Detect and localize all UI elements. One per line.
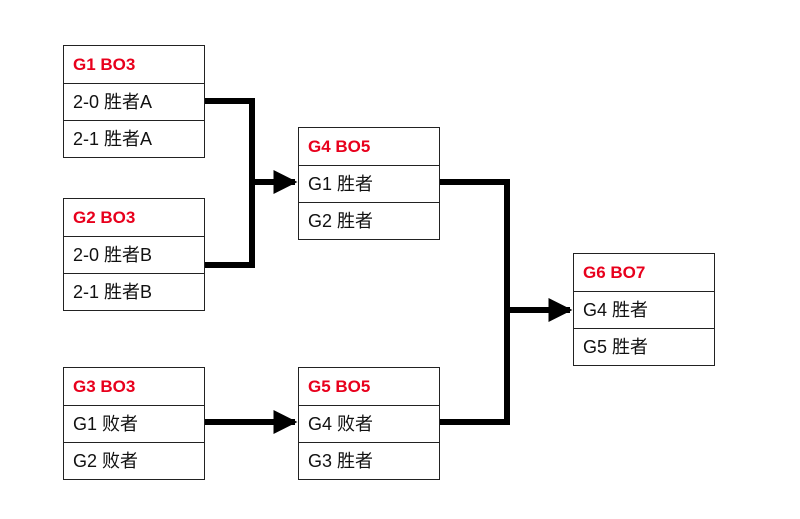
match-box-g3: G3 BO3 G1 败者 G2 败者	[63, 367, 205, 480]
match-slot-2: G3 胜者	[299, 442, 439, 479]
match-box-g4: G4 BO5 G1 胜者 G2 胜者	[298, 127, 440, 240]
match-slot-2: G5 胜者	[574, 328, 714, 365]
match-slot-1: G4 败者	[299, 405, 439, 442]
match-slot-2: 2-1 胜者B	[64, 273, 204, 310]
connector-g4-to-g6	[440, 179, 510, 310]
match-slot-2: 2-1 胜者A	[64, 120, 204, 157]
match-slot-1: 2-0 胜者A	[64, 83, 204, 120]
match-slot-2: G2 胜者	[299, 202, 439, 239]
match-slot-2: G2 败者	[64, 442, 204, 479]
match-box-g2: G2 BO3 2-0 胜者B 2-1 胜者B	[63, 198, 205, 311]
match-slot-1: G1 败者	[64, 405, 204, 442]
match-box-g5: G5 BO5 G4 败者 G3 胜者	[298, 367, 440, 480]
match-box-g1: G1 BO3 2-0 胜者A 2-1 胜者A	[63, 45, 205, 158]
match-title: G3 BO3	[73, 377, 136, 396]
match-slot-1: G1 胜者	[299, 165, 439, 202]
match-box-g6: G6 BO7 G4 胜者 G5 胜者	[573, 253, 715, 366]
connector-g5-to-g6	[440, 310, 510, 425]
match-title: G2 BO3	[73, 208, 136, 227]
match-slot-1: G4 胜者	[574, 291, 714, 328]
match-title: G5 BO5	[308, 377, 371, 396]
match-slot-1: 2-0 胜者B	[64, 236, 204, 273]
connector-g2-to-g4	[205, 182, 255, 268]
connector-g1-to-g4	[205, 98, 255, 182]
match-title: G6 BO7	[583, 263, 646, 282]
match-title: G4 BO5	[308, 137, 371, 156]
match-title: G1 BO3	[73, 55, 136, 74]
